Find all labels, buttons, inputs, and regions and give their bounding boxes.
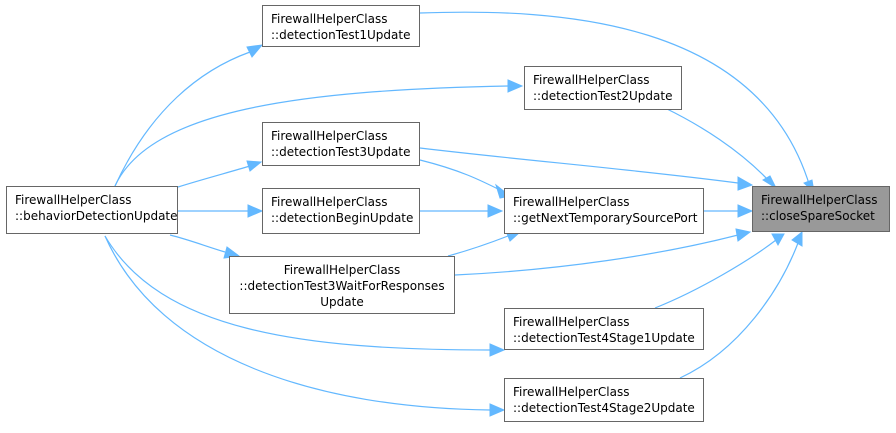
- node-test3-line2: ::detectionTest3Update: [271, 145, 411, 159]
- node-behavior-line2: ::behaviorDetectionUpdate: [15, 209, 178, 223]
- node-behavior-line1: FirewallHelperClass: [15, 193, 132, 207]
- node-test3wait-line3: Update: [320, 295, 364, 309]
- edge-test3-to-getnext: [419, 159, 501, 191]
- edge-test3-to-close: [419, 147, 739, 184]
- node-detection-test4-stage2-update[interactable]: FirewallHelperClass ::detectionTest4Stag…: [504, 378, 704, 422]
- node-detection-begin-update[interactable]: FirewallHelperClass ::detectionBeginUpda…: [262, 188, 420, 234]
- arrowhead: [737, 204, 754, 218]
- edge-behavior-to-stage1: [104, 235, 491, 351]
- arrowhead: [487, 204, 504, 218]
- edge-behavior-to-test3: [177, 165, 251, 188]
- edge-behavior-to-test3wait: [169, 234, 226, 253]
- arrowhead: [247, 204, 264, 218]
- node-getnext-line1: FirewallHelperClass: [513, 195, 630, 209]
- node-test3wait-line1: FirewallHelperClass: [283, 263, 401, 277]
- arrowhead: [489, 403, 506, 417]
- node-detection-test3-update[interactable]: FirewallHelperClass ::detectionTest3Upda…: [262, 122, 420, 166]
- node-test2-line2: ::detectionTest2Update: [533, 89, 673, 103]
- node-detection-test4-stage1-update[interactable]: FirewallHelperClass ::detectionTest4Stag…: [504, 308, 704, 350]
- node-begin-line2: ::detectionBeginUpdate: [271, 211, 414, 225]
- node-getnext-line2: ::getNextTemporarySourcePort: [513, 211, 698, 225]
- node-close-line1: FirewallHelperClass: [761, 193, 878, 207]
- node-test1-line1: FirewallHelperClass: [271, 12, 388, 26]
- edge-test3wait-to-getnext: [447, 235, 509, 257]
- node-begin-line1: FirewallHelperClass: [271, 195, 388, 209]
- node-stage1-line2: ::detectionTest4Stage1Update: [513, 331, 695, 345]
- node-detection-test1-update[interactable]: FirewallHelperClass ::detectionTest1Upda…: [262, 5, 420, 47]
- edge-behavior-to-test2: [114, 85, 509, 187]
- arrowhead: [735, 228, 752, 242]
- edge-stage1-to-close: [654, 239, 777, 309]
- arrowhead: [246, 160, 263, 172]
- arrowhead: [737, 176, 754, 191]
- node-test1-line2: ::detectionTest1Update: [271, 28, 411, 42]
- edge-behavior-to-test1: [114, 51, 251, 187]
- node-close-spare-socket[interactable]: FirewallHelperClass ::closeSpareSocket: [752, 186, 890, 232]
- node-stage2-line1: FirewallHelperClass: [513, 385, 630, 399]
- node-get-next-temporary-source-port[interactable]: FirewallHelperClass ::getNextTemporarySo…: [504, 188, 704, 234]
- node-test3wait-line2: ::detectionTest3WaitForResponses: [239, 279, 445, 293]
- arrowhead: [246, 44, 264, 58]
- node-close-line2: ::closeSpareSocket: [761, 209, 875, 223]
- arrowhead: [791, 230, 803, 247]
- edge-test3wait-to-close: [454, 234, 739, 276]
- edge-behavior-to-stage2: [104, 235, 491, 411]
- arrowhead: [762, 175, 778, 190]
- arrowhead: [507, 79, 524, 93]
- arrowhead: [771, 233, 785, 247]
- node-test3-line1: FirewallHelperClass: [271, 129, 388, 143]
- node-stage1-line1: FirewallHelperClass: [513, 315, 630, 329]
- node-behavior-detection-update[interactable]: FirewallHelperClass ::behaviorDetectionU…: [6, 186, 178, 234]
- edge-test2-to-close: [664, 107, 771, 183]
- node-detection-test2-update[interactable]: FirewallHelperClass ::detectionTest2Upda…: [524, 66, 682, 110]
- node-test2-line1: FirewallHelperClass: [533, 73, 650, 87]
- edge-stage2-to-close: [679, 242, 799, 379]
- edge-test1-to-close: [419, 11, 811, 188]
- node-stage2-line2: ::detectionTest4Stage2Update: [513, 401, 695, 415]
- arrowhead: [489, 343, 506, 357]
- node-detection-test3-wait-update[interactable]: FirewallHelperClass ::detectionTest3Wait…: [229, 256, 455, 314]
